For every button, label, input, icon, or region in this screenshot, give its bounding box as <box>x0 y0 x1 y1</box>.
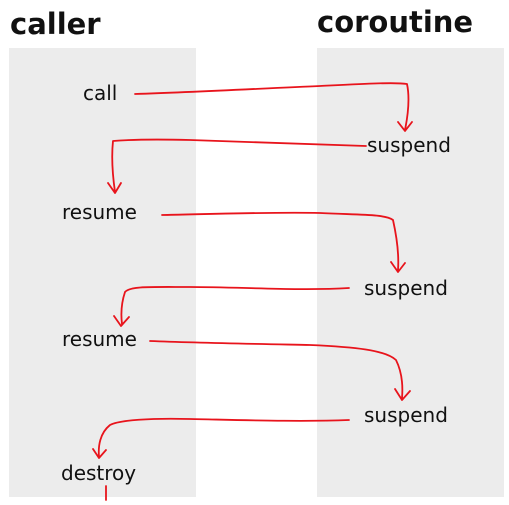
step-resume-2-label: resume <box>62 327 137 351</box>
step-suspend-1-label: suspend <box>367 133 451 157</box>
arrow-resume-to-suspend <box>161 211 406 273</box>
step-suspend-2-label: suspend <box>364 276 448 300</box>
arrow-call-to-suspend <box>134 82 413 132</box>
coroutine-lane-title: coroutine <box>317 5 474 39</box>
arrow-suspend-to-resume <box>107 138 367 194</box>
caller-lane <box>9 48 196 497</box>
arrow-suspend-to-destroy <box>92 417 350 459</box>
step-resume-1-label: resume <box>62 200 137 224</box>
caller-lane-title: caller <box>10 7 101 41</box>
arrow-suspend-to-resume-2 <box>113 286 350 327</box>
arrow-resume-to-suspend-2 <box>149 340 411 401</box>
step-suspend-3-label: suspend <box>364 403 448 427</box>
step-call-label: call <box>83 81 118 105</box>
step-destroy-label: destroy <box>61 461 137 485</box>
